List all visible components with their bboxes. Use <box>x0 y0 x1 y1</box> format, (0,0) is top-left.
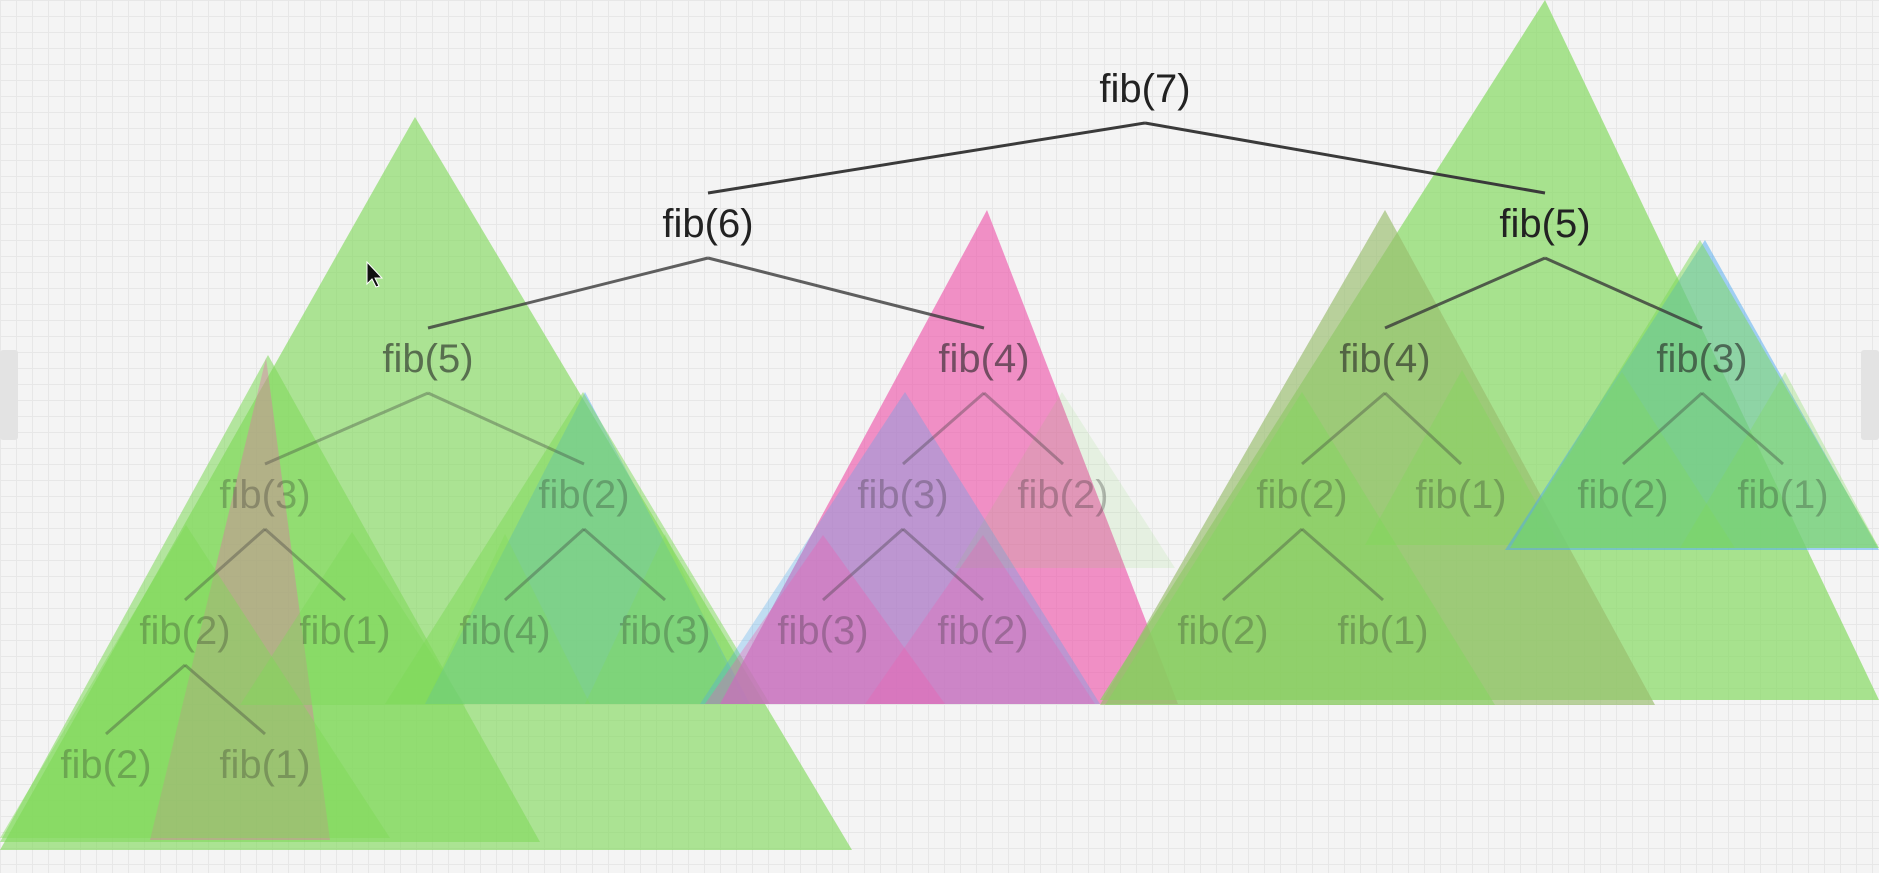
node-label-n5: fib(4) <box>938 337 1029 381</box>
green-triangle-fib2-left-small <box>240 532 465 705</box>
edge-n12-n23 <box>1301 527 1384 602</box>
green-triangle-fib1-right-bottom <box>1680 372 1879 548</box>
edge-n10-n21 <box>902 527 984 602</box>
edge-n1-n2 <box>707 121 1146 195</box>
node-label-n10: fib(3) <box>857 473 948 517</box>
edge-n5-n11 <box>982 391 1065 466</box>
edge-n9-n18 <box>503 527 586 602</box>
node-label-n12: fib(2) <box>1256 473 1347 517</box>
edge-n8-n17 <box>264 527 346 602</box>
node-label-n23: fib(1) <box>1337 609 1428 653</box>
mouse-cursor-icon <box>366 260 384 288</box>
edge-n5-n10 <box>902 391 985 466</box>
node-label-n20: fib(3) <box>777 609 868 653</box>
node-label-n1: fib(7) <box>1099 67 1190 111</box>
pink-triangle-fib4-left <box>150 358 330 840</box>
edge-n10-n20 <box>822 527 904 602</box>
left-edge-handle[interactable] <box>0 350 18 440</box>
green-triangle-fib3-left-inner <box>385 392 770 704</box>
node-label-n22: fib(2) <box>1177 609 1268 653</box>
green-triangle-fib3-right-inner <box>1510 240 1879 548</box>
node-label-n19: fib(3) <box>619 609 710 653</box>
purple-triangle-fib3-middle <box>700 392 1100 704</box>
edge-n6-n13 <box>1383 391 1463 466</box>
green-triangle-fib2-bottom-a <box>425 534 590 704</box>
node-label-n16: fib(2) <box>139 609 230 653</box>
right-edge-handle[interactable] <box>1861 350 1879 440</box>
edge-n12-n22 <box>1221 527 1304 602</box>
pink-triangle-fib1-middle-bottom <box>865 535 1095 704</box>
node-label-n3: fib(5) <box>1499 202 1590 246</box>
node-label-n7: fib(3) <box>1656 337 1747 381</box>
edge-n1-n3 <box>1144 121 1546 195</box>
edge-n3-n6 <box>1384 256 1546 330</box>
pink-triangle-fib2-middle-bottom <box>705 535 945 704</box>
green-triangle-fib3-right <box>1105 392 1495 705</box>
edge-n4-n9 <box>427 391 585 466</box>
edge-n3-n7 <box>1544 256 1703 330</box>
node-label-n17: fib(1) <box>299 609 390 653</box>
edge-n7-n15 <box>1701 391 1784 466</box>
edge-n7-n14 <box>1621 391 1704 466</box>
edge-n2-n4 <box>427 256 709 330</box>
node-label-n13: fib(1) <box>1415 473 1506 517</box>
edge-n8-n16 <box>184 527 266 602</box>
orange-triangle-fib2-middle <box>955 392 1175 568</box>
node-label-n25: fib(1) <box>219 743 310 787</box>
green-triangle-fib2-right-small <box>1365 370 1560 545</box>
green-triangle-fib3-left <box>0 525 390 838</box>
node-label-n18: fib(4) <box>459 609 550 653</box>
pink-triangle-fib4-middle <box>720 210 1178 704</box>
node-label-n24: fib(2) <box>60 743 151 787</box>
edge-n16-n25 <box>184 663 266 736</box>
node-label-n6: fib(4) <box>1339 337 1430 381</box>
node-label-n14: fib(2) <box>1577 473 1668 517</box>
node-label-n15: fib(1) <box>1737 473 1828 517</box>
green-triangle-fib4-right <box>1100 210 1655 705</box>
node-label-n8: fib(3) <box>219 473 310 517</box>
node-label-n9: fib(2) <box>538 473 629 517</box>
edge-n9-n19 <box>583 527 666 602</box>
edge-n4-n8 <box>264 391 429 466</box>
node-label-n11: fib(2) <box>1017 473 1108 517</box>
node-label-n2: fib(6) <box>662 202 753 246</box>
green-triangle-fib1-bottom-a <box>585 534 745 704</box>
green-triangle-fib2-right-bottom <box>1510 372 1735 548</box>
edge-n2-n5 <box>707 256 985 330</box>
green-triangle-fib4-left <box>0 355 540 842</box>
edge-n6-n12 <box>1301 391 1386 466</box>
node-label-n4: fib(5) <box>382 337 473 381</box>
edge-n16-n24 <box>105 663 186 736</box>
node-label-n21: fib(2) <box>937 609 1028 653</box>
